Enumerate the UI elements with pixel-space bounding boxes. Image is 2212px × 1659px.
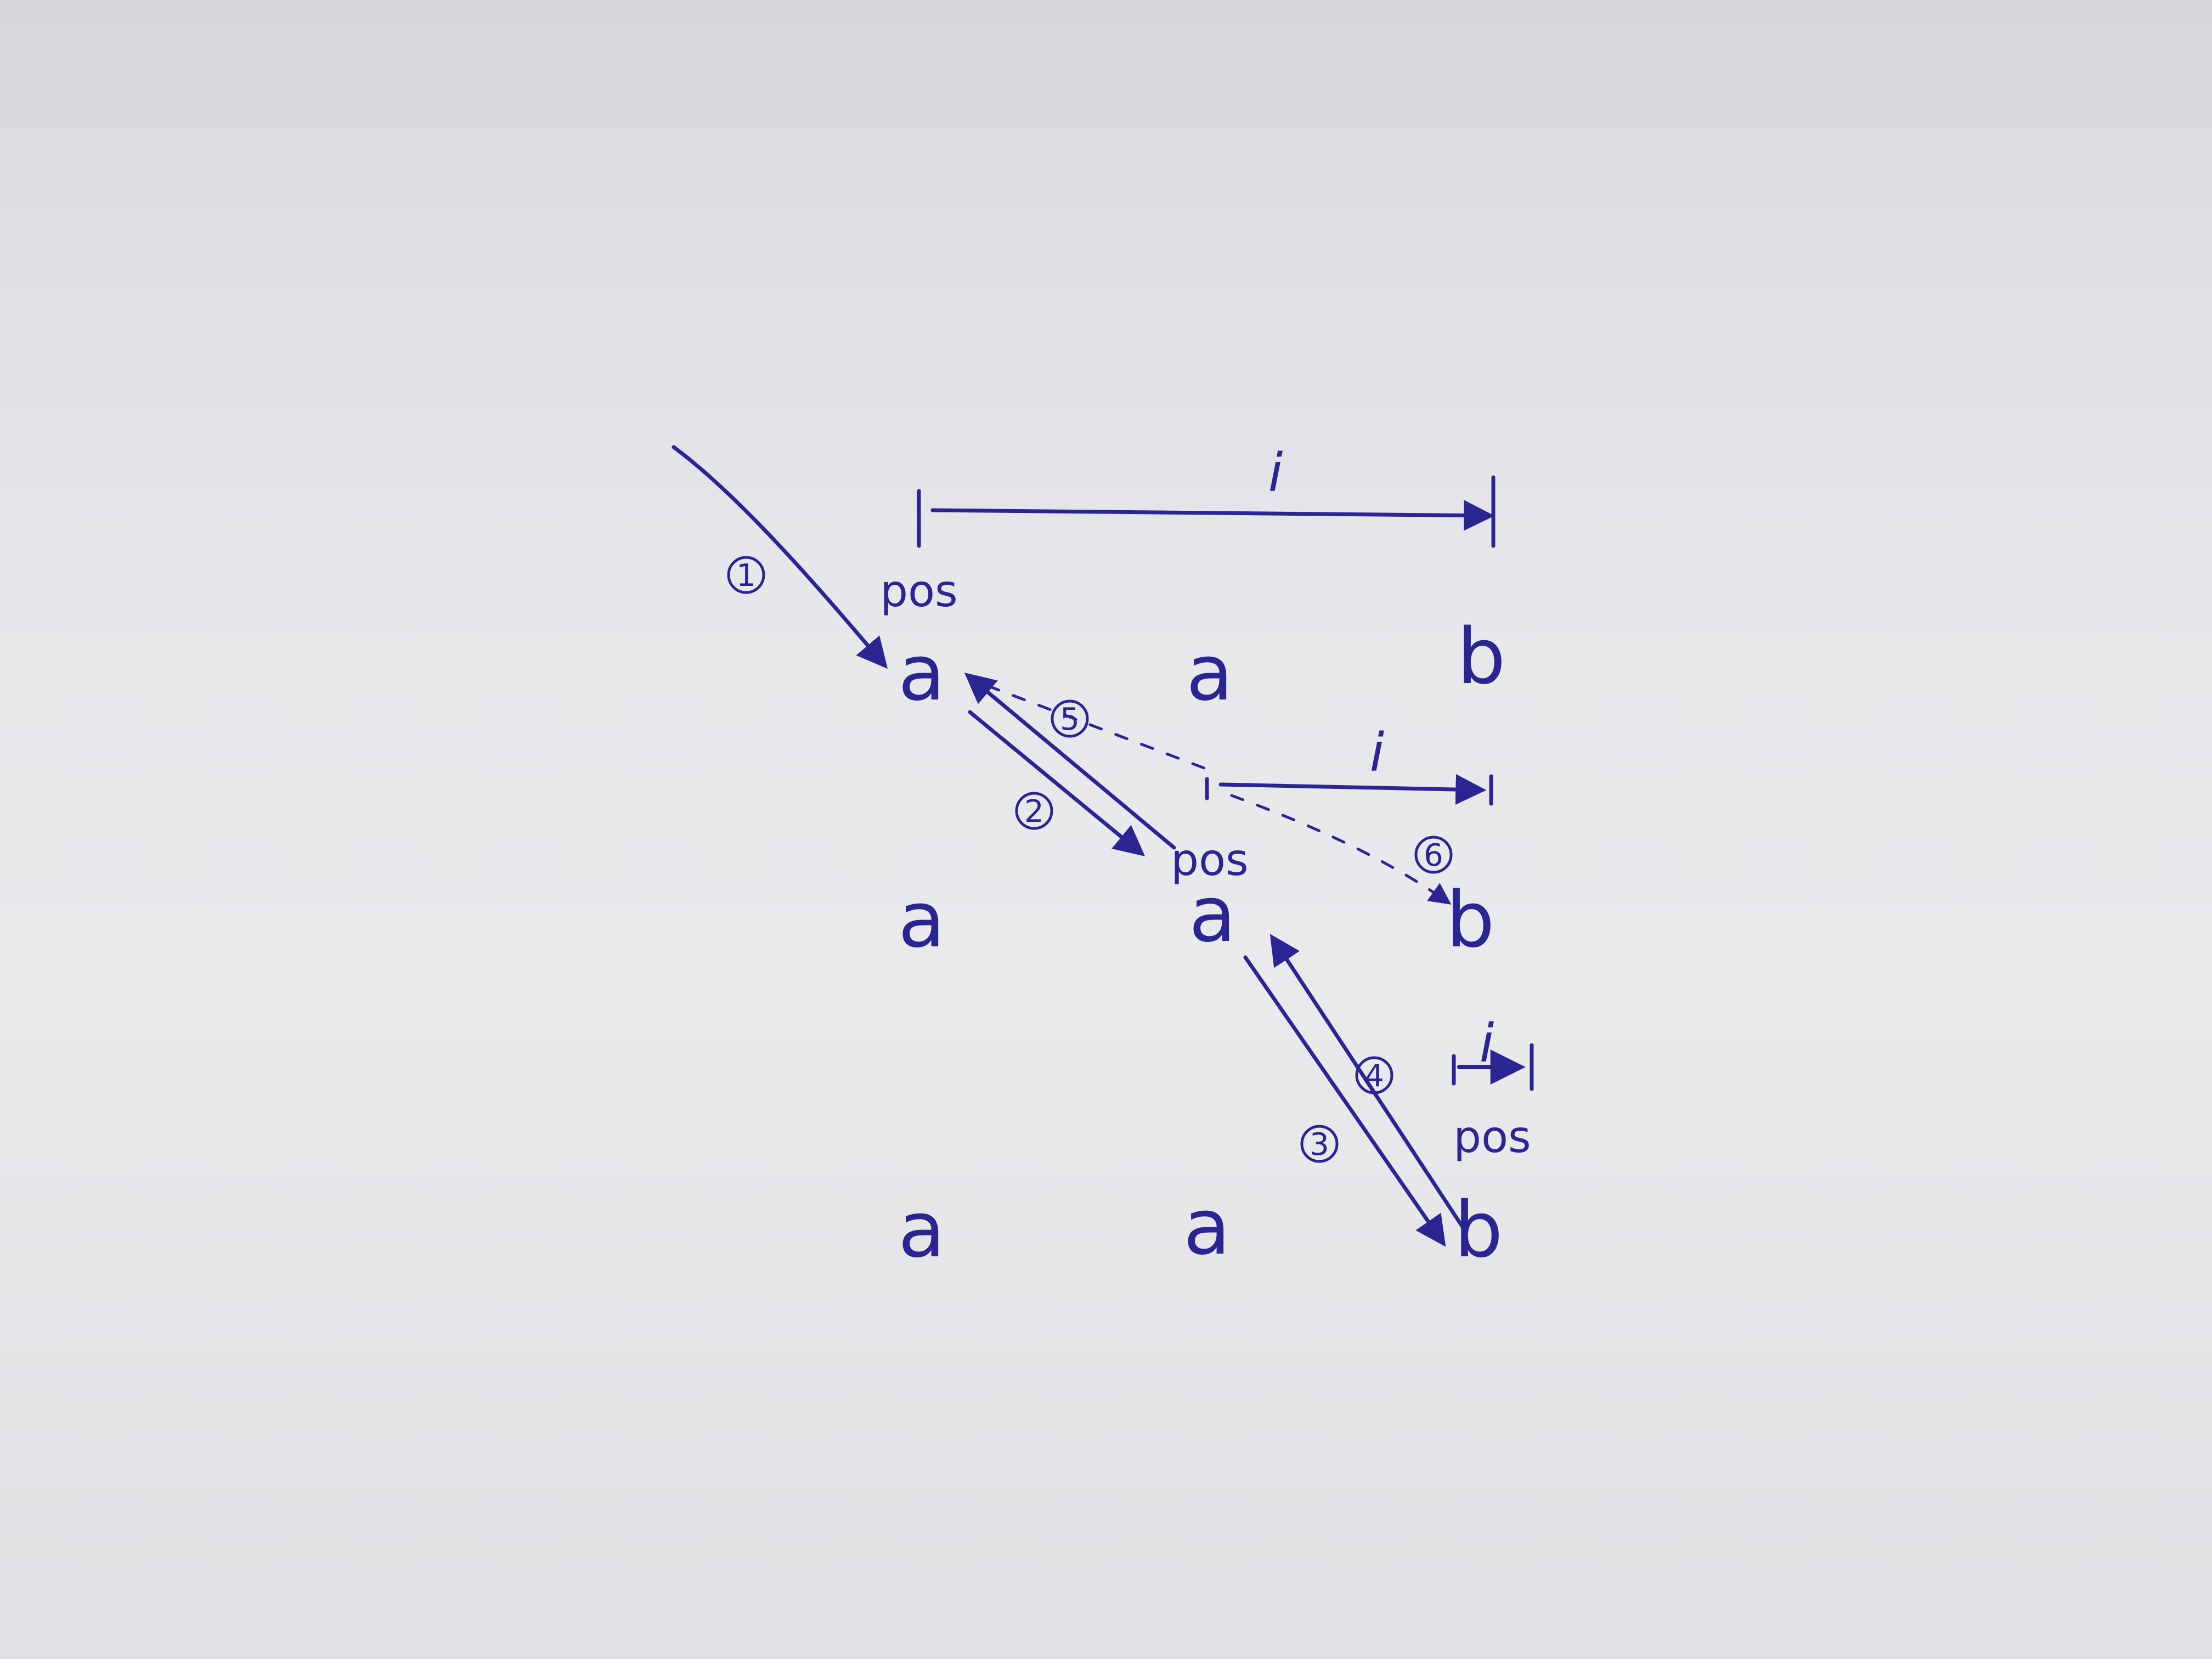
step-circle-6 [1414,836,1453,874]
step-circle-2 [1015,792,1053,830]
dashed-guide-line [986,684,1206,770]
grid-cell-r1-c1: a [898,629,945,718]
grid-cell-r3-c3: b [1454,1186,1503,1275]
pos-label-row2: pos [1171,834,1248,885]
arrow-step-6 [1230,794,1452,905]
i-label-row3: i [1480,1013,1494,1074]
grid-cell-r2-c3: b [1446,876,1495,965]
pos-label-row3: pos [1453,1111,1531,1163]
grid-cell-r1-c3: b [1457,612,1506,702]
grid-cell-r3-c2: a [1183,1183,1231,1272]
step-circle-5 [1051,699,1089,738]
arrow-step-1 [672,445,888,669]
step-label-3: 3 [1310,1127,1329,1163]
pos-label-row1: pos [880,566,957,617]
i-label-row2: i [1370,722,1385,783]
arrow-step-5 [964,673,1176,850]
i-label-row1: i [1268,442,1283,504]
i-range-arrow-row2 [1218,774,1487,805]
step-label-4: 4 [1364,1058,1384,1094]
arrow-step-2 [968,710,1146,856]
step-circle-1 [727,556,765,594]
grid-cell-r1-c2: a [1186,629,1233,718]
step-label-2: 2 [1024,794,1044,830]
arrow-step-4 [1269,934,1464,1228]
arrow-step-3 [1243,955,1446,1247]
grid-cell-r2-c1: a [898,876,945,965]
i-range-arrow-row1 [930,500,1495,531]
step-circle-4 [1355,1056,1393,1094]
step-label-1: 1 [736,558,756,594]
grid-cell-r2-c2: a [1189,870,1236,960]
step-label-6: 6 [1424,838,1443,873]
step-circle-3 [1300,1125,1339,1163]
grid-cell-r3-c1: a [898,1186,945,1275]
